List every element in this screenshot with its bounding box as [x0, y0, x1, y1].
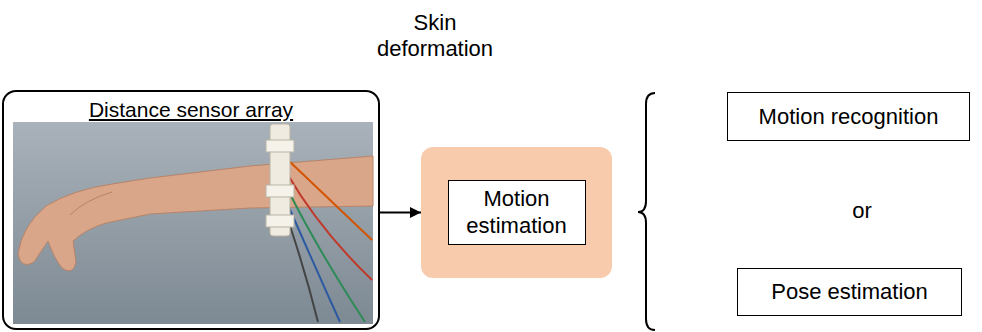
- sensor-unit: [266, 140, 294, 152]
- node-text: Motion estimation: [448, 180, 586, 245]
- estimation-block: Motion estimation: [421, 147, 612, 278]
- hand-crease: [70, 192, 112, 215]
- output-box: Motion recognition: [727, 92, 970, 141]
- sensor-panel: Distance sensor array: [2, 90, 380, 330]
- sensor-unit: [266, 185, 294, 197]
- output-box: Pose estimation: [737, 268, 962, 316]
- node-text: Motion recognition: [759, 104, 939, 130]
- photo-background: [13, 122, 373, 324]
- curly-bracket: [638, 93, 655, 330]
- sensor-unit: [266, 215, 294, 227]
- signal-label: Skin deformation: [360, 10, 510, 63]
- node-text: Pose estimation: [771, 279, 928, 305]
- choice-label: or: [832, 198, 892, 224]
- arm-photo: [18, 156, 373, 271]
- flow-arrow: [380, 212, 421, 214]
- node-text: Distance sensor array: [86, 98, 296, 122]
- sensor-wires: [288, 160, 372, 322]
